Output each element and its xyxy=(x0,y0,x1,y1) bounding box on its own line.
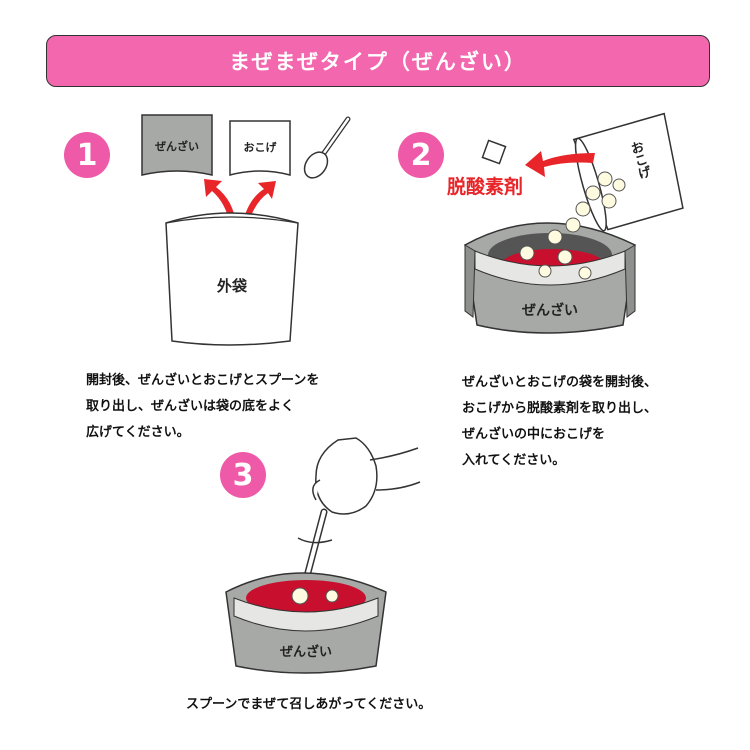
step-1-caption-line: 広げてください。 xyxy=(86,425,190,440)
step-2-caption-line: おこげから脱酸素剤を取り出し、 xyxy=(462,401,658,416)
zenzai-pack-label: ぜんざい xyxy=(155,139,199,153)
step-3-caption: スプーンでまぜて召しあがってください。 xyxy=(186,692,431,718)
zenzai-pouch-label: ぜんざい xyxy=(280,644,332,660)
hand-icon xyxy=(312,437,421,515)
okoge-cup: おこげ xyxy=(572,112,684,232)
step-2-caption-line: ぜんざいの中におこげを xyxy=(462,427,606,442)
stir-arrow-icon xyxy=(297,537,333,544)
step-2-caption-line: ぜんざいとおこげの袋を開封後、 xyxy=(462,375,658,390)
red-arrow-icon xyxy=(525,151,595,177)
step-1-caption: 開封後、ぜんざいとおこげとスプーンを 取り出し、ぜんざいは袋の底をよく 広げてく… xyxy=(86,368,319,446)
zenzai-pack: ぜんざい xyxy=(141,114,213,176)
step-3-illustration: ぜんざい xyxy=(225,437,421,674)
step-3-caption-line: スプーンでまぜて召しあがってください。 xyxy=(186,697,432,712)
step-2-illustration: おこげ 脱酸素剤 ぜんざい xyxy=(446,112,684,334)
step-3-number: 3 xyxy=(220,452,266,498)
spoon-icon xyxy=(303,116,351,179)
oxygen-absorber-packet xyxy=(481,139,507,165)
step-1-number: 1 xyxy=(64,132,110,178)
step-2-caption-line: 入れてください。 xyxy=(462,453,566,468)
outer-bag: 外袋 xyxy=(165,212,299,346)
step-1-caption-line: 取り出し、ぜんざいは袋の底をよく xyxy=(86,399,295,414)
outer-bag-label: 外袋 xyxy=(216,277,248,295)
step-1-caption-line: 開封後、ぜんざいとおこげとスプーンを xyxy=(86,373,320,388)
oxygen-absorber-label: 脱酸素剤 xyxy=(447,175,523,198)
page-banner: まぜまぜタイプ（ぜんざい） xyxy=(46,35,710,87)
step-2-number: 2 xyxy=(398,132,444,178)
okoge-pack: おこげ xyxy=(229,120,291,176)
zenzai-pouch: ぜんざい xyxy=(225,572,387,674)
okoge-pieces xyxy=(519,171,626,280)
step-1-illustration: ぜんざい おこげ 外袋 xyxy=(141,114,351,346)
banner-title: まぜまぜタイプ（ぜんざい） xyxy=(229,50,527,74)
okoge-pack-label: おこげ xyxy=(244,140,278,154)
zenzai-pouch-label: ぜんざい xyxy=(522,302,578,319)
step-2-caption: ぜんざいとおこげの袋を開封後、 おこげから脱酸素剤を取り出し、 ぜんざいの中にお… xyxy=(462,370,657,474)
